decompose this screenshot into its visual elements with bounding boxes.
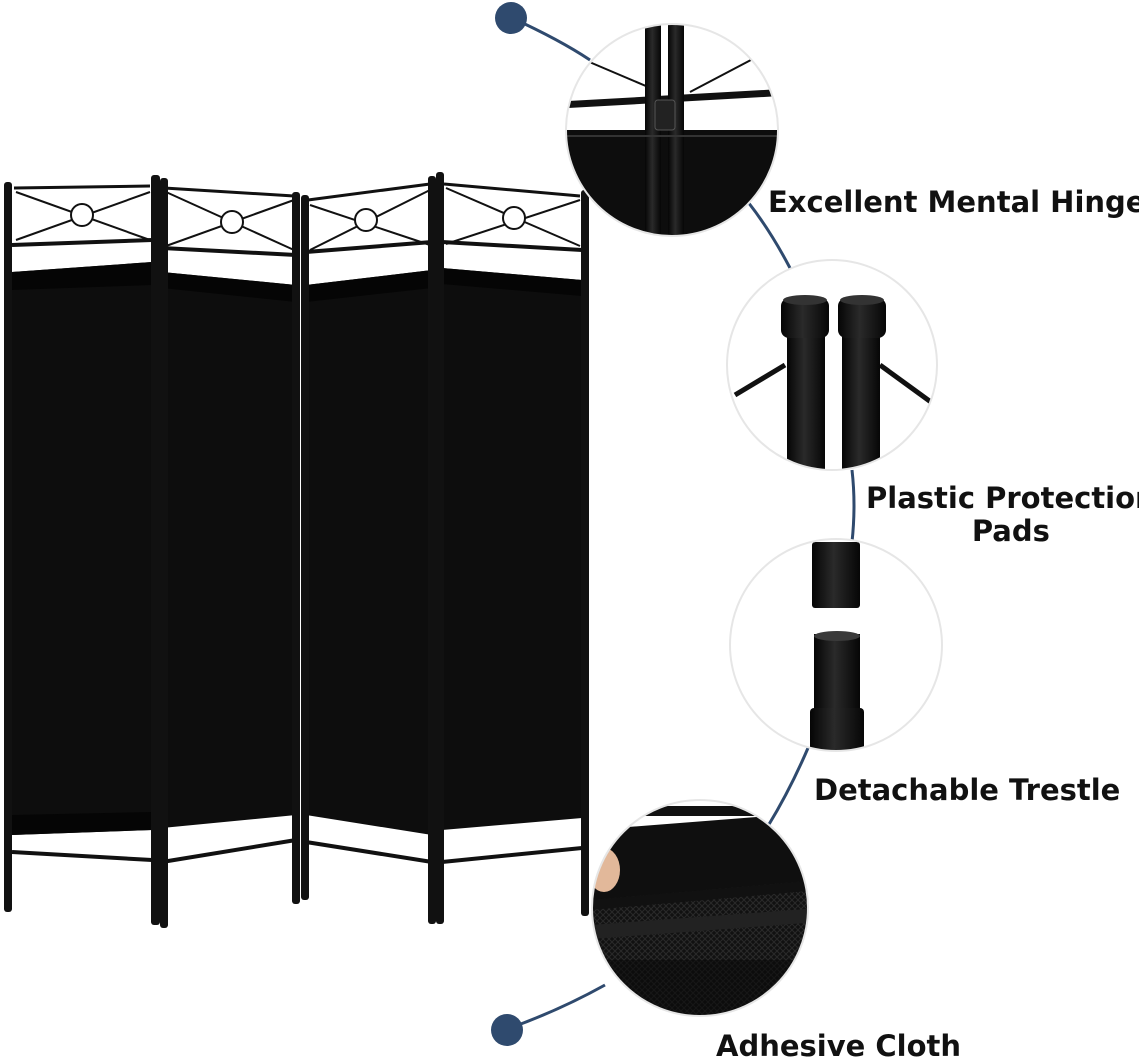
- label-trestle-text: Detachable Trestle: [814, 773, 1121, 807]
- label-cloth-text: Adhesive Cloth: [716, 1029, 962, 1063]
- label-adhesive-cloth: Adhesive Cloth: [716, 1030, 961, 1063]
- frame-poles: [4, 172, 589, 928]
- room-divider: [4, 172, 589, 928]
- detail-pads-circle: [726, 259, 938, 471]
- detail-hinge-circle: [565, 23, 779, 237]
- connector-trestle-cloth: [766, 747, 810, 827]
- panel-2: [161, 186, 297, 864]
- label-pads-line-1: Plastic Protection: [866, 481, 1139, 515]
- label-hinge-text: Excellent Mental Hinge: [768, 185, 1139, 219]
- connector-pads-trestle: [850, 469, 856, 543]
- panel-1: [11, 184, 153, 862]
- connector-dot-top: [495, 2, 527, 34]
- connector-dot-bottom: [491, 1014, 523, 1046]
- detail-trestle-circle: [729, 538, 943, 752]
- panel-3: [305, 182, 433, 864]
- label-plastic-protection-pads: Plastic Protection Pads: [866, 482, 1139, 548]
- detail-cloth-circle: [591, 799, 809, 1017]
- panel-4: [441, 182, 583, 864]
- connector-bottom: [509, 983, 606, 1030]
- label-detachable-trestle: Detachable Trestle: [814, 774, 1120, 807]
- label-pads-line-2: Pads: [971, 514, 1050, 548]
- label-excellent-mental-hinge: Excellent Mental Hinge: [768, 186, 1139, 219]
- connector-hinge-pads: [746, 201, 792, 269]
